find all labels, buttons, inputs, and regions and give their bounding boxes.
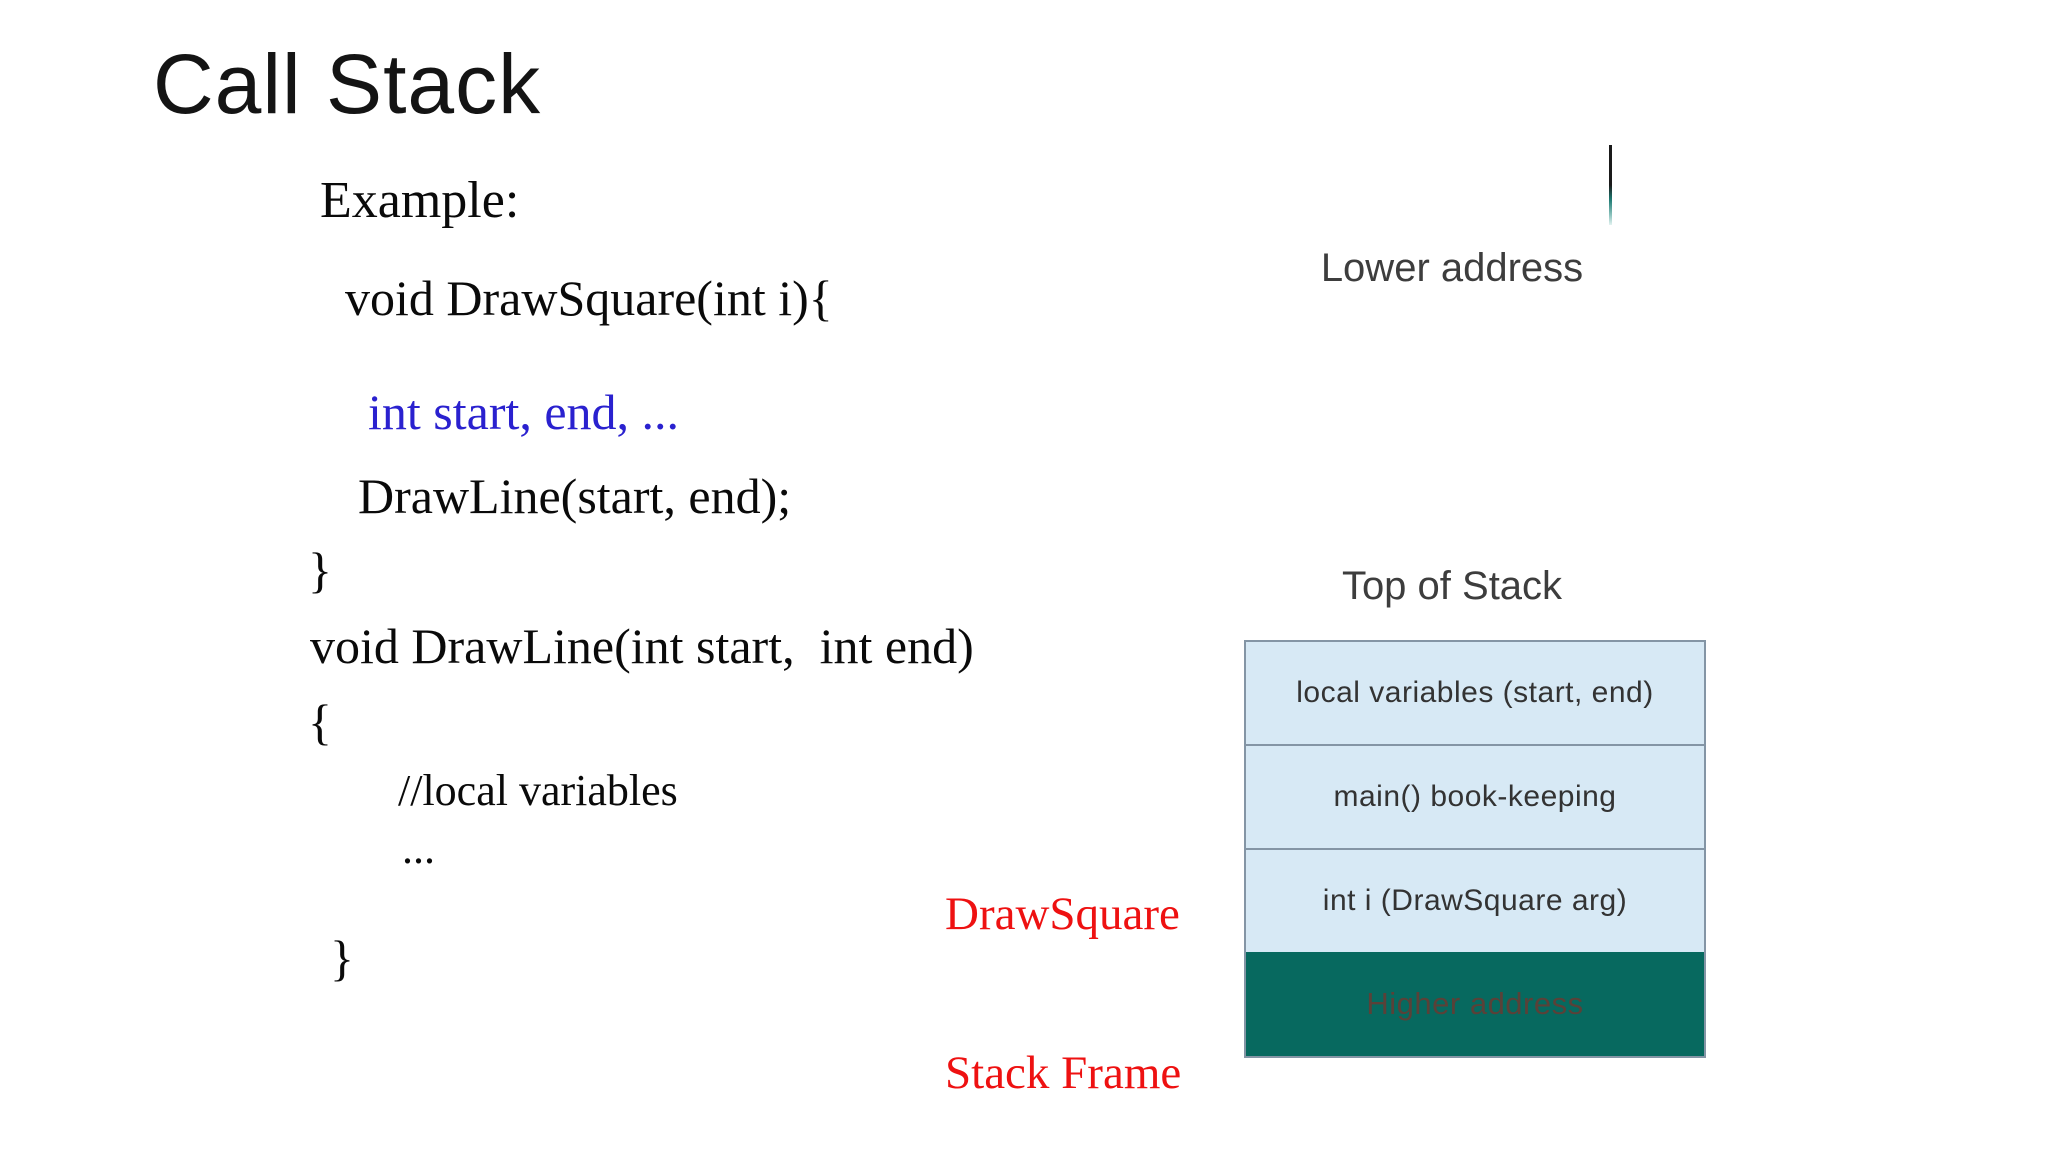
lower-address-label: Lower address (1320, 246, 1584, 290)
drawsquare-stack-frame-annotation: DrawSquare Stack Frame (945, 782, 1181, 1153)
code-line-drawline-signature: void DrawLine(int start, int end) (310, 618, 974, 674)
code-line-local-variables-comment: //local variables (398, 766, 678, 815)
code-line-ellipsis: ... (402, 824, 435, 873)
stack-base-higher-address-cell: Higher address (1246, 952, 1704, 1056)
annotation-line-1: DrawSquare (945, 888, 1180, 940)
address-direction-tick-line (1609, 145, 1612, 225)
code-line-drawline-open-brace: { (308, 694, 332, 750)
annotation-line-2: Stack Frame (945, 1047, 1182, 1099)
call-stack-diagram: local variables (start, end) main() book… (1244, 640, 1706, 1058)
example-heading: Example: (320, 172, 520, 229)
code-line-drawsquare-signature: void DrawSquare(int i){ (345, 270, 833, 326)
code-line-drawline-close-brace: } (330, 930, 354, 986)
code-line-local-declaration: int start, end, ... (368, 384, 680, 440)
stack-cell-main-bookkeeping: main() book-keeping (1246, 744, 1704, 848)
stack-cell-int-i-arg: int i (DrawSquare arg) (1246, 848, 1704, 952)
code-line-drawline-call: DrawLine(start, end); (358, 468, 792, 524)
stack-cell-local-variables: local variables (start, end) (1246, 642, 1704, 744)
top-of-stack-label: Top of Stack (1341, 564, 1563, 608)
page-title: Call Stack (153, 37, 542, 131)
code-line-drawsquare-close-brace: } (308, 542, 332, 598)
